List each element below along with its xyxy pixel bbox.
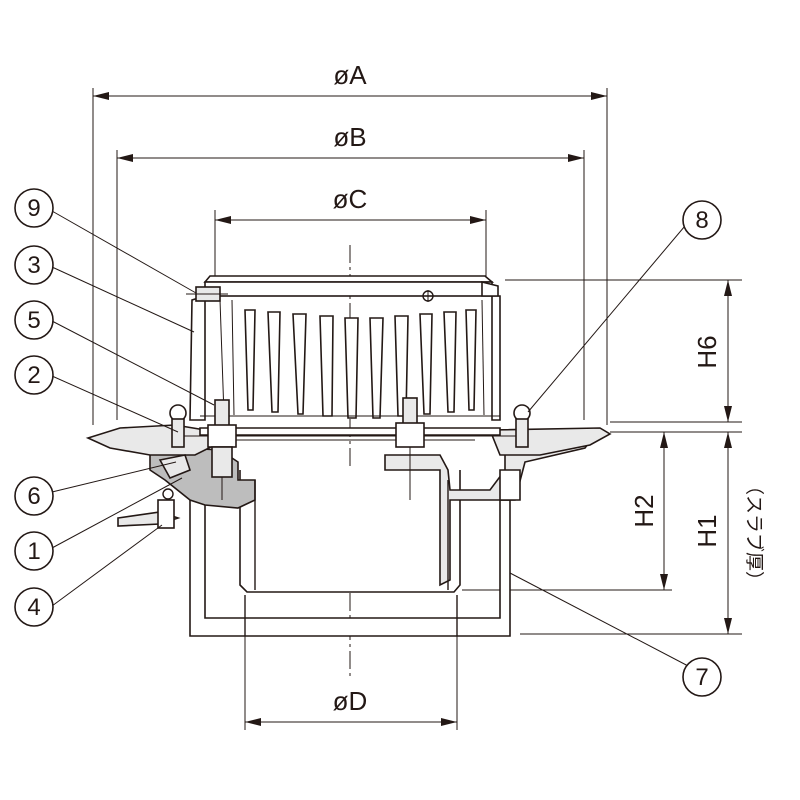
- bolts: [169, 286, 531, 500]
- callout-3: 3: [14, 245, 54, 285]
- dimension-labels: øA øB øC øD H6 H2 H1 （スラブ厚）: [333, 60, 766, 716]
- drain-body: [85, 424, 612, 637]
- leader-lines: [51, 210, 693, 669]
- svg-text:8: 8: [695, 207, 708, 234]
- callout-5: 5: [14, 300, 54, 340]
- strainer-dome: [189, 275, 501, 421]
- callout-4: 4: [14, 587, 54, 627]
- callout-9: 9: [14, 188, 54, 228]
- svg-text:5: 5: [27, 307, 40, 334]
- dim-label-dia-a: øA: [333, 60, 367, 90]
- dim-label-dia-d: øD: [333, 686, 368, 716]
- svg-text:1: 1: [27, 538, 40, 565]
- dim-label-h2: H2: [629, 494, 659, 527]
- svg-text:4: 4: [27, 594, 40, 621]
- dimension-lines: [92, 88, 742, 730]
- slab-thickness-note: （スラブ厚）: [743, 476, 766, 590]
- svg-text:3: 3: [27, 252, 40, 279]
- dim-label-dia-b: øB: [333, 122, 366, 152]
- svg-text:9: 9: [27, 195, 40, 222]
- dim-label-h1: H1: [692, 514, 722, 547]
- callout-2: 2: [14, 355, 54, 395]
- dim-label-dia-c: øC: [333, 184, 368, 214]
- callout-8: 8: [682, 200, 722, 240]
- callout-1: 1: [14, 531, 54, 571]
- svg-text:7: 7: [695, 664, 708, 691]
- callout-7: 7: [682, 657, 722, 697]
- strainer-slots: [219, 299, 485, 419]
- callout-6: 6: [14, 476, 54, 516]
- svg-text:2: 2: [27, 362, 40, 389]
- svg-text:6: 6: [27, 483, 40, 510]
- callouts: 9 3 5 2 6 1 4 8: [14, 188, 722, 697]
- dim-label-h6: H6: [692, 335, 722, 368]
